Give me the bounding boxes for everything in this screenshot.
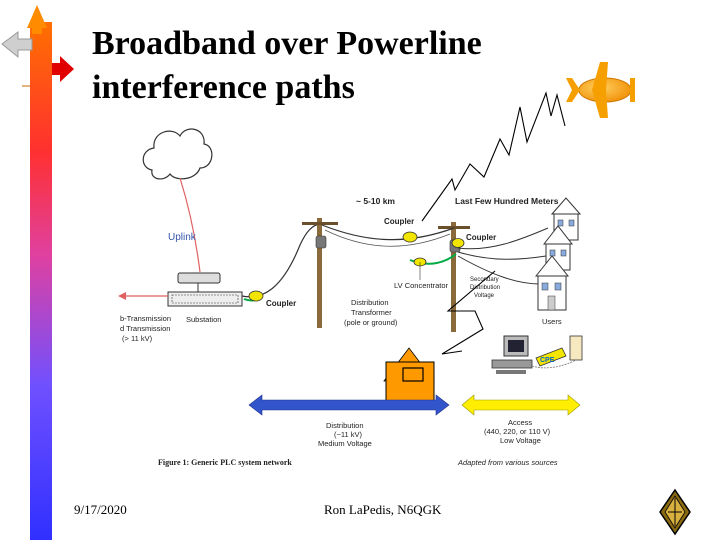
airplane-icon bbox=[566, 62, 635, 118]
uplink-line bbox=[179, 177, 201, 273]
arrow-left-icon bbox=[1, 31, 33, 59]
cpe-device-icon: CPE bbox=[531, 335, 583, 369]
arrow-right-icon bbox=[52, 56, 74, 82]
transmission-arrow-icon bbox=[118, 292, 126, 300]
figure-caption: Figure 1: Generic PLC system network bbox=[158, 458, 292, 467]
dist-band-label-2: (~11 kV) bbox=[334, 430, 362, 439]
gradient-bar bbox=[30, 22, 52, 540]
footer-author: Ron LaPedis, N6QGK bbox=[324, 502, 442, 517]
secondary-label-2: Distribution bbox=[470, 285, 500, 291]
cloud-icon bbox=[142, 128, 213, 180]
lv-drop-3 bbox=[457, 255, 541, 285]
access-label-2: (440, 220, or 110 V) bbox=[484, 427, 551, 436]
hv-label-2: d Transmission bbox=[120, 324, 170, 333]
mv-span bbox=[321, 224, 455, 241]
access-label-3: Low Voltage bbox=[500, 436, 541, 445]
secondary-label-3: Voltage bbox=[474, 293, 495, 299]
arrl-diamond-logo-icon bbox=[659, 488, 691, 536]
left-decoration bbox=[1, 5, 74, 540]
access-label-1: Access bbox=[508, 418, 532, 427]
house-icon-3 bbox=[534, 255, 570, 311]
footer-date: 9/17/2020 bbox=[74, 502, 127, 517]
dist-tx-label-1: Distribution bbox=[351, 298, 389, 307]
hv-label-3: (> 11 kV) bbox=[122, 334, 153, 343]
computer-icon bbox=[491, 335, 533, 374]
mv-cable bbox=[241, 223, 321, 298]
coupler-icon-3 bbox=[451, 238, 465, 248]
cpe-label: CPE bbox=[540, 357, 555, 364]
access-arrow-icon bbox=[461, 394, 581, 416]
coupler-label-3: Coupler bbox=[466, 233, 496, 242]
dist-tx-label-2: Transformer bbox=[351, 308, 392, 317]
lv-drop-1 bbox=[457, 227, 549, 250]
coupler-label-1: Coupler bbox=[266, 299, 296, 308]
users-label: Users bbox=[542, 317, 562, 326]
dist-band-label-3: Medium Voltage bbox=[318, 439, 372, 448]
dist-tx-label-3: (pole or ground) bbox=[344, 318, 398, 327]
lv-drop-2 bbox=[457, 251, 547, 260]
uplink-label: Uplink bbox=[168, 232, 197, 243]
arrow-up-icon bbox=[27, 5, 47, 34]
slide-title-line-2: interference paths bbox=[92, 69, 355, 106]
utility-pole-1 bbox=[302, 218, 338, 328]
hv-label-1: b-Transmission bbox=[120, 314, 171, 323]
mv-span-2 bbox=[324, 229, 451, 247]
source-caption: Adapted from various sources bbox=[457, 458, 558, 467]
distance-label: ~ 5-10 km bbox=[356, 196, 395, 206]
victim-house-icon bbox=[383, 347, 435, 407]
interference-path-lower bbox=[441, 270, 496, 355]
substation-label: Substation bbox=[186, 315, 221, 324]
coupler-label-2: Coupler bbox=[384, 217, 414, 226]
lv-concentrator-label: LV Concentrator bbox=[394, 281, 449, 290]
substation-icon bbox=[167, 272, 243, 307]
coupler-icon-2 bbox=[402, 231, 418, 243]
last-meters-label: Last Few Hundred Meters bbox=[455, 196, 559, 206]
distribution-arrow-icon bbox=[248, 394, 450, 416]
plc-diagram: Uplink Substation b-Transmission d Trans… bbox=[118, 91, 583, 467]
dist-band-label-1: Distribution bbox=[326, 421, 364, 430]
interference-path-upper bbox=[421, 91, 566, 222]
coupler-icon-1 bbox=[248, 290, 264, 302]
slide-title-line-1: Broadband over Powerline bbox=[92, 25, 482, 62]
slide-title: Broadband over Powerline interference pa… bbox=[92, 22, 562, 110]
